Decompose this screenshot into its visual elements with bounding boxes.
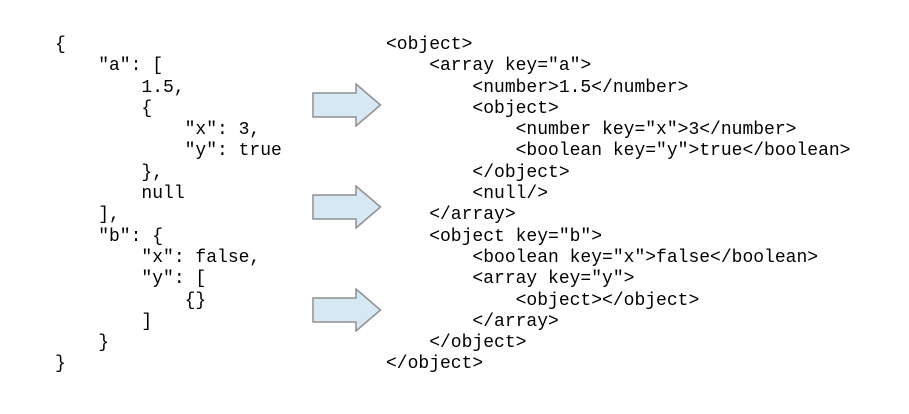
json-code-line: null [55,184,185,205]
xml-code-line: <number>1.5</number> [386,77,689,98]
json-source-code-block: { "a": [ 1.5, { "x": 3, "y": true }, nul… [55,35,282,376]
json-code-line: "b": { [55,226,164,247]
xml-code-line: </object> [386,354,484,375]
xml-code-line: <object> [386,35,473,55]
right-block-arrow-icon [312,288,382,332]
json-code-line: { [55,98,153,119]
json-code-line: "y": true [55,141,282,162]
xml-code-line: </array> [386,311,559,332]
right-block-arrow-shape [312,288,382,332]
xml-code-line: <object key="b"> [386,226,603,247]
xml-code-line: </object> [386,162,570,183]
json-code-line: "a": [ [55,56,164,77]
json-code-line: {} [55,290,207,311]
json-code-line: } [55,333,110,354]
json-code-line: }, [55,162,164,183]
json-code-line: "y": [ [55,269,207,290]
json-code-line: "x": false, [55,247,261,268]
xml-code-line: <number key="x">3</number> [386,120,797,141]
xml-code-line: <array key="a"> [386,56,592,77]
xml-code-line: <array key="y"> [386,269,635,290]
xml-code-line: <boolean key="y">true</boolean> [386,141,851,162]
right-block-arrow-icon [312,185,382,229]
json-code-line: "x": 3, [55,120,261,141]
json-code-line: ] [55,311,153,332]
xml-code-line: </object> [386,333,527,354]
xml-code-line: <boolean key="x">false</boolean> [386,247,819,268]
xml-code-line: <object></object> [386,290,700,311]
xml-code-line: </array> [386,205,516,226]
xml-code-line: <null/> [386,184,549,205]
xml-output-code-block: <object> <array key="a"> <number>1.5</nu… [386,35,850,376]
right-block-arrow-shape [312,185,382,229]
json-code-line: { [55,35,66,55]
right-block-arrow-icon [312,83,382,127]
xml-code-line: <object> [386,98,559,119]
right-block-arrow-shape [312,83,382,127]
json-code-line: ], [55,205,120,226]
json-code-line: 1.5, [55,77,185,98]
json-code-line: } [55,354,66,375]
